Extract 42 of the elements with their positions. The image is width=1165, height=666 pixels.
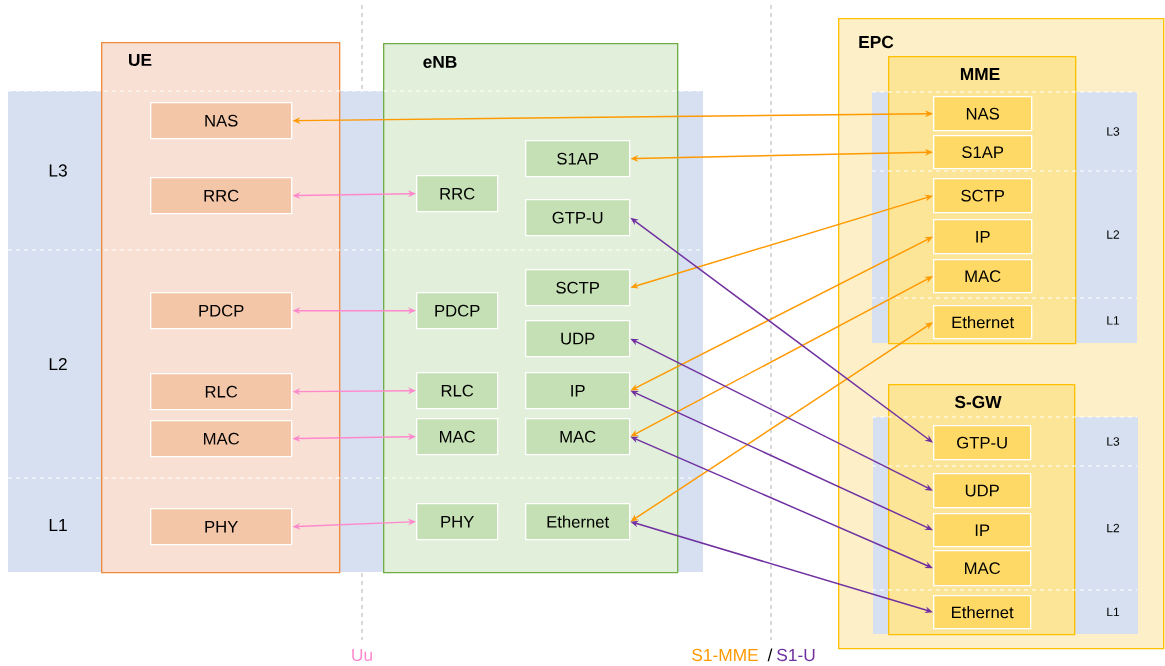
protocol-box: PHY	[150, 508, 293, 546]
layer-label: L3	[1107, 127, 1120, 136]
interface-label: Uu	[352, 648, 372, 662]
protocol-box: SCTP	[933, 178, 1033, 214]
protocol-box: RRC	[416, 175, 499, 213]
protocol-box: RLC	[150, 373, 293, 411]
interface-label: S1-U	[777, 648, 815, 662]
protocol-box: RLC	[416, 372, 499, 410]
layer-label: L2	[1107, 523, 1120, 533]
protocol-box: IP	[525, 372, 631, 410]
protocol-box: S1AP	[933, 135, 1033, 170]
protocol-box: NAS	[150, 102, 293, 140]
protocol-box: MAC	[933, 550, 1032, 587]
layer-label: L1	[49, 519, 67, 531]
protocol-box: UDP	[933, 473, 1032, 509]
protocol-box: GTP-U	[933, 425, 1032, 461]
layer-label: L2	[1107, 230, 1120, 239]
layer-label: L1	[1107, 607, 1120, 617]
protocol-box: PHY	[416, 503, 499, 541]
protocol-box: PDCP	[150, 292, 293, 330]
protocol-box: IP	[933, 219, 1033, 255]
protocol-box: MAC	[416, 418, 499, 456]
layer-label: L3	[1107, 437, 1120, 446]
layer-label: L1	[1107, 316, 1120, 325]
protocol-box: S1AP	[525, 140, 631, 178]
protocol-box: SCTP	[525, 269, 631, 307]
layer-label: L3	[49, 164, 67, 177]
protocol-box: IP	[933, 513, 1032, 548]
protocol-box: Ethernet	[933, 595, 1032, 630]
protocol-box: RRC	[150, 177, 293, 215]
protocol-box: PDCP	[416, 292, 499, 330]
protocol-box: MAC	[150, 420, 293, 458]
protocol-box: GTP-U	[525, 199, 631, 237]
protocol-box: MAC	[525, 418, 631, 456]
interface-label: S1-MME	[692, 648, 758, 662]
protocol-box: UDP	[525, 320, 631, 358]
protocol-box: MAC	[933, 259, 1033, 294]
protocol-box: Ethernet	[525, 503, 631, 541]
protocol-box: NAS	[933, 96, 1033, 132]
interface-label: /	[767, 648, 773, 662]
layer-label: L2	[49, 357, 67, 371]
protocol-box: Ethernet	[933, 305, 1033, 340]
